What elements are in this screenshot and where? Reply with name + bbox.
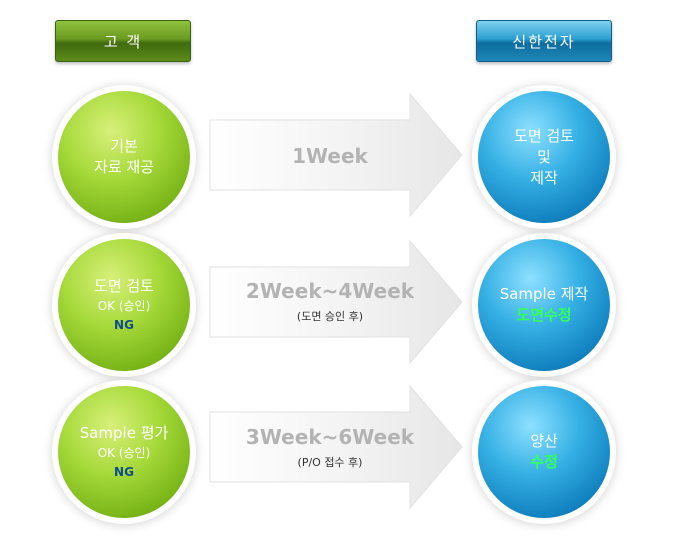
shinhan-step-1-line-3: 제작 (530, 168, 558, 187)
shinhan-step-2: Sample 제작 도면수정 (478, 239, 610, 371)
arrow-3-label: 3Week~6Week (245, 425, 415, 449)
shinhan-step-1-line-2: 및 (537, 147, 551, 166)
customer-step-3-line-1: Sample 평가 (79, 423, 169, 442)
arrow-3 (209, 384, 463, 510)
customer-step-2-line-2: OK (승인) (97, 298, 151, 313)
arrow-2-sublabel: (도면 승인 후) (296, 310, 364, 323)
customer-step-3-line-2: OK (승인) (97, 445, 151, 460)
shinhan-step-2-highlight: 도면수정 (516, 306, 572, 324)
customer-step-2-ng: NG (114, 317, 134, 332)
customer-step-1: 기본 자료 재공 (58, 91, 190, 223)
shinhan-step-3: 양산 수정 (478, 386, 610, 518)
customer-step-2-line-1: 도면 검토 (94, 276, 154, 295)
shinhan-header: 신한전자 (476, 20, 612, 62)
shinhan-step-3-highlight: 수정 (530, 453, 558, 471)
arrow-3-sublabel: (P/O 접수 후) (297, 456, 363, 469)
arrow-2 (209, 239, 463, 365)
shinhan-step-1: 도면 검토 및 제작 (478, 91, 610, 223)
shinhan-step-3-line-1: 양산 (530, 432, 558, 450)
customer-header: 고 객 (55, 20, 191, 62)
shinhan-step-2-line-1: Sample 제작 (499, 285, 589, 303)
customer-step-1-line-2: 자료 재공 (94, 158, 154, 176)
customer-step-2: 도면 검토 OK (승인) NG (58, 239, 190, 371)
customer-step-3-ng: NG (114, 464, 134, 479)
shinhan-step-1-line-1: 도면 검토 (514, 126, 574, 145)
arrow-1 (209, 92, 463, 218)
arrow-2-label: 2Week~4Week (245, 279, 415, 303)
customer-step-3: Sample 평가 OK (승인) NG (58, 386, 190, 518)
customer-step-1-line-1: 기본 (110, 137, 138, 155)
arrow-1-label: 1Week (292, 144, 368, 168)
